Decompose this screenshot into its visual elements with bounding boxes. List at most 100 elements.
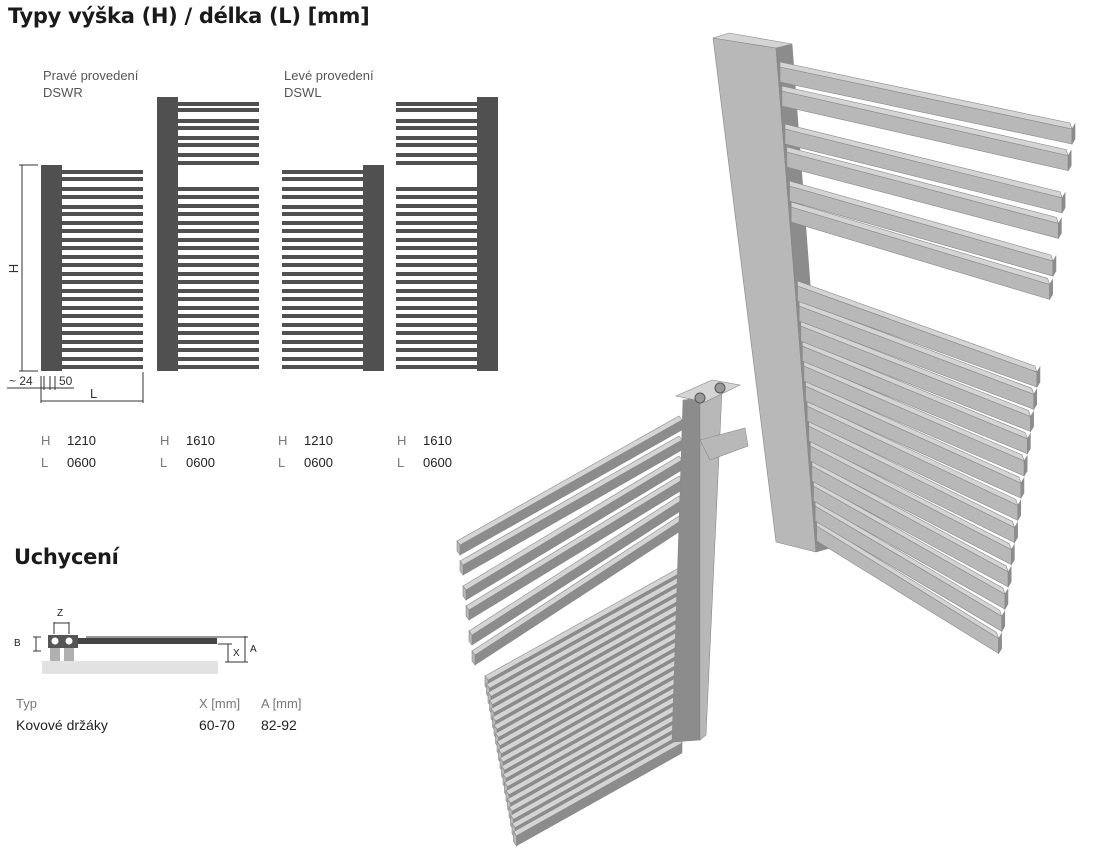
radiator-bar (282, 365, 363, 369)
radiator-bar (178, 119, 259, 123)
radiator-bar (396, 331, 477, 335)
radiator-bar (396, 263, 477, 267)
radiator-bar (62, 365, 143, 369)
l-dimension-label: L (90, 386, 98, 401)
left-version-code: DSWL (284, 85, 322, 100)
header-a: A [mm] (261, 696, 302, 711)
radiator-bar (396, 314, 477, 318)
left-version-label: Levé provedení (284, 68, 374, 83)
radiator-bar (178, 289, 259, 293)
radiator-bar (62, 272, 143, 276)
radiator-bar (396, 119, 477, 123)
l-label: L (41, 455, 49, 470)
z-label: Z (57, 608, 64, 619)
radiator-bar (178, 314, 259, 318)
mounting-title: Uchycení (14, 545, 119, 569)
radiator-bar (62, 255, 143, 259)
l-label: L (278, 455, 286, 470)
collector (477, 97, 498, 371)
l-value: 0600 (67, 455, 96, 470)
radiator-bar (178, 204, 259, 208)
radiator-bar (62, 314, 143, 318)
radiator-bar (396, 272, 477, 276)
radiator-bar (396, 323, 477, 327)
radiator-bar (282, 195, 363, 199)
radiator-bar (396, 187, 477, 191)
h-label: H (397, 433, 407, 448)
h-value: 1610 (186, 433, 215, 448)
radiator-bar (396, 108, 477, 112)
radiator-bar (282, 255, 363, 259)
radiator-bar (178, 108, 259, 112)
h-label: H (41, 433, 51, 448)
radiator-bar (178, 263, 259, 267)
radiator-bar (396, 280, 477, 284)
radiator-bar (178, 280, 259, 284)
radiator-bar (282, 212, 363, 216)
l-value: 0600 (186, 455, 215, 470)
radiator-bar (396, 126, 477, 130)
radiator-bar (282, 170, 363, 174)
radiator-bar (62, 348, 143, 352)
x-label: X (233, 648, 240, 659)
radiator-bar (282, 331, 363, 335)
header-x: X [mm] (199, 696, 241, 711)
radiator-bar (282, 238, 363, 242)
radiator-bar (396, 161, 477, 165)
radiator-bar (62, 263, 143, 267)
radiator-bar (178, 357, 259, 361)
radiator-bar (396, 289, 477, 293)
radiator-bar (62, 229, 143, 233)
radiator-bar (282, 357, 363, 361)
radiator-bar (178, 272, 259, 276)
dimension-lines (7, 164, 144, 403)
right-version-code: DSWR (43, 85, 83, 100)
collector (41, 165, 62, 371)
radiator-bar (178, 153, 259, 157)
radiator-bar (178, 102, 259, 106)
radiator-bar (62, 289, 143, 293)
radiator-bar (178, 212, 259, 216)
types-title: Typy výška (H) / délka (L) [mm] (8, 4, 370, 28)
radiator-bar (62, 205, 143, 209)
radiator-bar (282, 205, 363, 209)
radiator-bar (62, 177, 143, 181)
collector-dimension-label: 50 (59, 374, 73, 388)
radiator-bar (282, 289, 363, 293)
radiator-bar (62, 297, 143, 301)
row-x: 60-70 (199, 717, 235, 733)
h-dimension-label: H (6, 263, 22, 274)
radiator-bar (396, 297, 477, 301)
right-version-label: Pravé provedení (43, 68, 139, 83)
radiator-bar (282, 314, 363, 318)
radiator-bar (396, 153, 477, 157)
radiator-bar (396, 246, 477, 250)
radiator-bar (62, 212, 143, 216)
radiator-bar (396, 221, 477, 225)
radiator-bar (282, 246, 363, 250)
radiator-bar (62, 306, 143, 310)
radiator-bar (396, 212, 477, 216)
collector (157, 97, 178, 371)
model-spec: H 1210 L 0600 (41, 432, 96, 472)
radiator-bar (396, 306, 477, 310)
radiator-bar (396, 229, 477, 233)
radiator-bar (282, 221, 363, 225)
radiator-bar (62, 238, 143, 242)
l-label: L (397, 455, 405, 470)
radiator-bar (396, 143, 477, 147)
header-typ: Typ (16, 696, 37, 711)
radiator-bar (178, 348, 259, 352)
radiator-bar (396, 348, 477, 352)
radiator-bar (282, 348, 363, 352)
radiator-bar (282, 272, 363, 276)
h-value: 1210 (67, 433, 96, 448)
radiator-bar (282, 280, 363, 284)
radiator-bar (282, 229, 363, 233)
radiator-bar (178, 340, 259, 344)
radiator-bar (62, 340, 143, 344)
radiator-bar (396, 255, 477, 259)
